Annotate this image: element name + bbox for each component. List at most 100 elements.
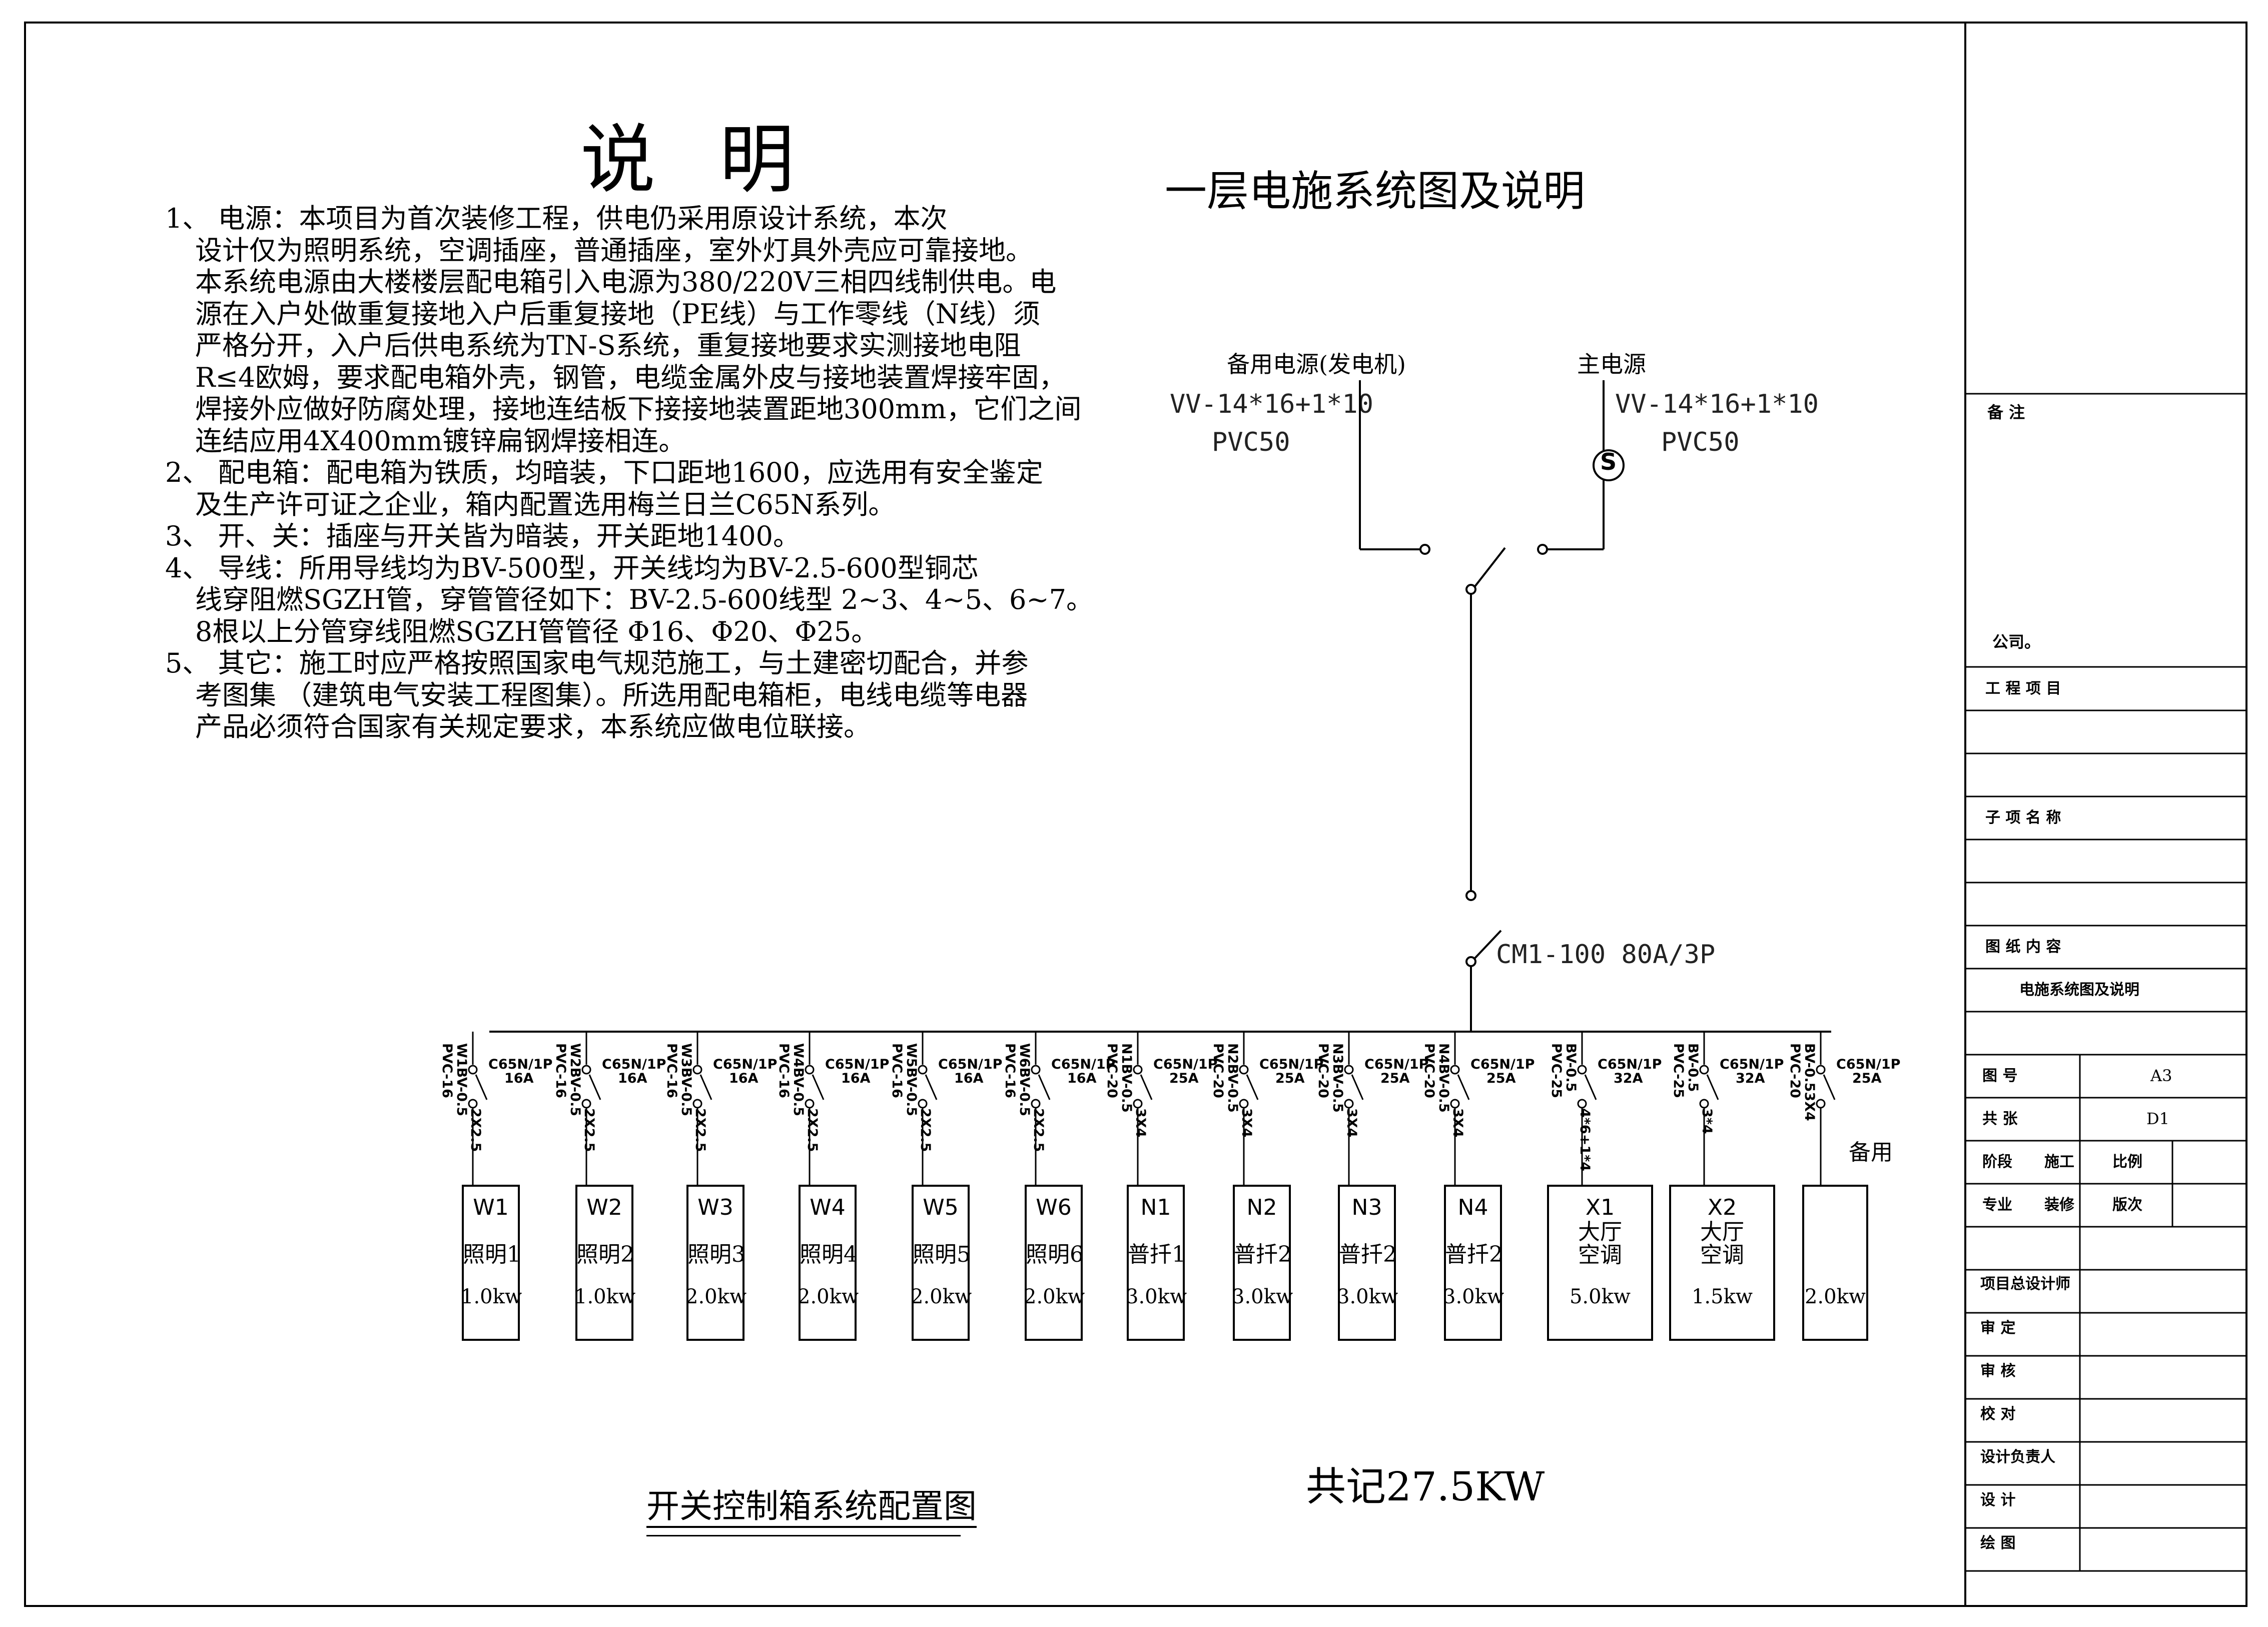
load-power: 1.0kw (574, 1285, 636, 1308)
signature-label: 设 计 (1980, 1491, 2016, 1509)
branch-breaker-label: C65N/1P (713, 1057, 778, 1072)
major-label: 专业 (1982, 1196, 2012, 1214)
load-name: 照明1 (463, 1242, 521, 1267)
load-id: X2 (1707, 1195, 1737, 1220)
branch-cable-label: W2BV-0.5 (567, 1043, 583, 1117)
backup-source-cable: VV-14*16+1*10 (1170, 389, 1373, 419)
branch-amp-label: 16A (954, 1071, 984, 1086)
load-box (1127, 1185, 1185, 1341)
load-name: 大厅 空调 (1700, 1219, 1744, 1268)
branch-cable-label: W5BV-0.5 (904, 1043, 919, 1117)
meter-circle (1593, 449, 1625, 481)
load-box (1547, 1185, 1653, 1341)
diagram-caption: 开关控制箱系统配置图 (646, 1490, 977, 1528)
note-line: 产品必须符合国家有关规定要求，本系统应做电位联接。 (195, 711, 871, 742)
load-name: 普扦2 (1445, 1242, 1503, 1267)
load-id: W4 (810, 1195, 846, 1220)
branch-breaker-label: C65N/1P (825, 1057, 890, 1072)
note-line: 线穿阻燃SGZH管，穿管管径如下：BV-2.5-600线型 2~3、4~5、6~… (195, 584, 1093, 615)
note-line: 考图集 （建筑电气安装工程图集）。所选用配电箱柜，电线电缆等电器 (195, 679, 1028, 711)
breaker-blade (925, 1074, 938, 1100)
load-box (912, 1185, 970, 1341)
load-power: 1.0kw (461, 1285, 522, 1308)
branch-breaker-label: C65N/1P (1836, 1057, 1901, 1072)
main-breaker-label: CM1-100 80A/3P (1496, 940, 1716, 970)
backup-source-label: 备用电源(发电机) (1227, 351, 1406, 378)
note-line: 2、 配电箱：配电箱为铁质，均暗装，下口距地1600，应选用有安全鉴定 (165, 457, 1043, 488)
load-power: 2.0kw (798, 1285, 859, 1308)
branch-cable-label: BV-0.5 (1563, 1043, 1579, 1092)
branch-pvc-label: PVC-16 (1002, 1043, 1018, 1098)
branch-pvc-label: PVC-20 (1104, 1043, 1120, 1098)
branch-cores-label: 2X2.5 (1031, 1108, 1046, 1152)
load-name: 照明2 (576, 1242, 634, 1267)
branch-cable-label: N1BV-0.5 (1119, 1043, 1134, 1113)
load-box (1669, 1185, 1775, 1341)
breaker-contact (918, 1099, 928, 1109)
note-line: 5、 其它：施工时应严格按照国家电气规范施工，与土建密切配合，并参 (165, 647, 1029, 679)
breaker-contact (1133, 1065, 1143, 1075)
note-line: 严格分开，入户后供电系统为TN-S系统，重复接地要求实测接地电阻 (195, 330, 1021, 361)
branch-cores-label: 2X2.5 (692, 1108, 708, 1152)
branch-amp-label: 25A (1486, 1071, 1516, 1086)
load-id: W3 (697, 1195, 733, 1220)
branch-pvc-label: PVC-16 (439, 1043, 455, 1098)
breaker-blade (1823, 1074, 1836, 1100)
branch-cable-label: N2BV-0.5 (1225, 1043, 1240, 1113)
load-power: 3.0kw (1443, 1285, 1504, 1308)
branch-breaker-label: C65N/1P (1598, 1057, 1662, 1072)
breaker-contact (1816, 1099, 1826, 1109)
load-name: 照明3 (687, 1242, 745, 1267)
breaker-blade (1351, 1074, 1364, 1100)
load-box (1444, 1185, 1502, 1341)
breaker-contact (1577, 1065, 1587, 1075)
breaker-contact (1450, 1065, 1460, 1075)
total-load: 共记27.5KW (1306, 1463, 1545, 1510)
load-id: X1 (1585, 1195, 1615, 1220)
branch-pvc-label: PVC-25 (1671, 1043, 1686, 1098)
breaker-contact (1239, 1099, 1249, 1109)
branch-pvc-label: PVC-16 (553, 1043, 568, 1098)
scale-label: 比例 (2112, 1153, 2142, 1171)
load-box (1233, 1185, 1291, 1341)
note-line: 4、 导线：所用导线均为BV-500型，开关线均为BV-2.5-600型铜芯 (165, 552, 979, 584)
load-id: W5 (923, 1195, 959, 1220)
breaker-contact (692, 1099, 702, 1109)
load-id: W6 (1036, 1195, 1072, 1220)
spare-label: 备用 (1849, 1140, 1893, 1165)
project-label: 工 程 项 目 (1985, 680, 2061, 697)
signature-label: 项目总设计师 (1980, 1275, 2070, 1293)
signature-label: 设计负责人 (1980, 1448, 2055, 1466)
breaker-blade (1140, 1074, 1153, 1100)
branch-breaker-label: C65N/1P (488, 1057, 553, 1072)
breaker-contact (805, 1099, 815, 1109)
branch-breaker-label: C65N/1P (1720, 1057, 1784, 1072)
branch-breaker-label: C65N/1P (1470, 1057, 1535, 1072)
breaker-contact (918, 1065, 928, 1075)
load-box (799, 1185, 857, 1341)
breaker-contact (1031, 1099, 1041, 1109)
breaker-blade (1246, 1074, 1259, 1100)
branch-pvc-label: PVC-25 (1549, 1043, 1564, 1098)
branch-pvc-label: PVC-20 (1210, 1043, 1226, 1098)
main-source-label: 主电源 (1577, 351, 1646, 378)
signature-label: 绘 图 (1980, 1534, 2016, 1552)
breaker-contact (805, 1065, 815, 1075)
meter-symbol: S (1600, 448, 1617, 475)
main-source-cable: VV-14*16+1*10 (1615, 389, 1819, 419)
notes-title: 说 明 (580, 117, 815, 204)
breaker-blade (1038, 1074, 1051, 1100)
stage-label: 阶段 (1982, 1153, 2012, 1171)
note-line: 及生产许可证之企业，箱内配置选用梅兰日兰C65N系列。 (195, 488, 896, 520)
breaker-blade (475, 1074, 488, 1100)
load-box (1025, 1185, 1083, 1341)
branch-cores-label: 3*4 (1699, 1108, 1715, 1134)
load-power: 1.5kw (1691, 1285, 1753, 1308)
branch-pvc-label: PVC-20 (1787, 1043, 1803, 1098)
diagram-title: 一层电施系统图及说明 (1165, 167, 1586, 216)
branch-cable-label: W3BV-0.5 (678, 1043, 694, 1117)
branch-cores-label: 3X4 (1239, 1108, 1254, 1138)
branch-amp-label: 25A (1380, 1071, 1410, 1086)
load-name: 普扦1 (1128, 1242, 1186, 1267)
signature-label: 审 核 (1980, 1362, 2016, 1380)
